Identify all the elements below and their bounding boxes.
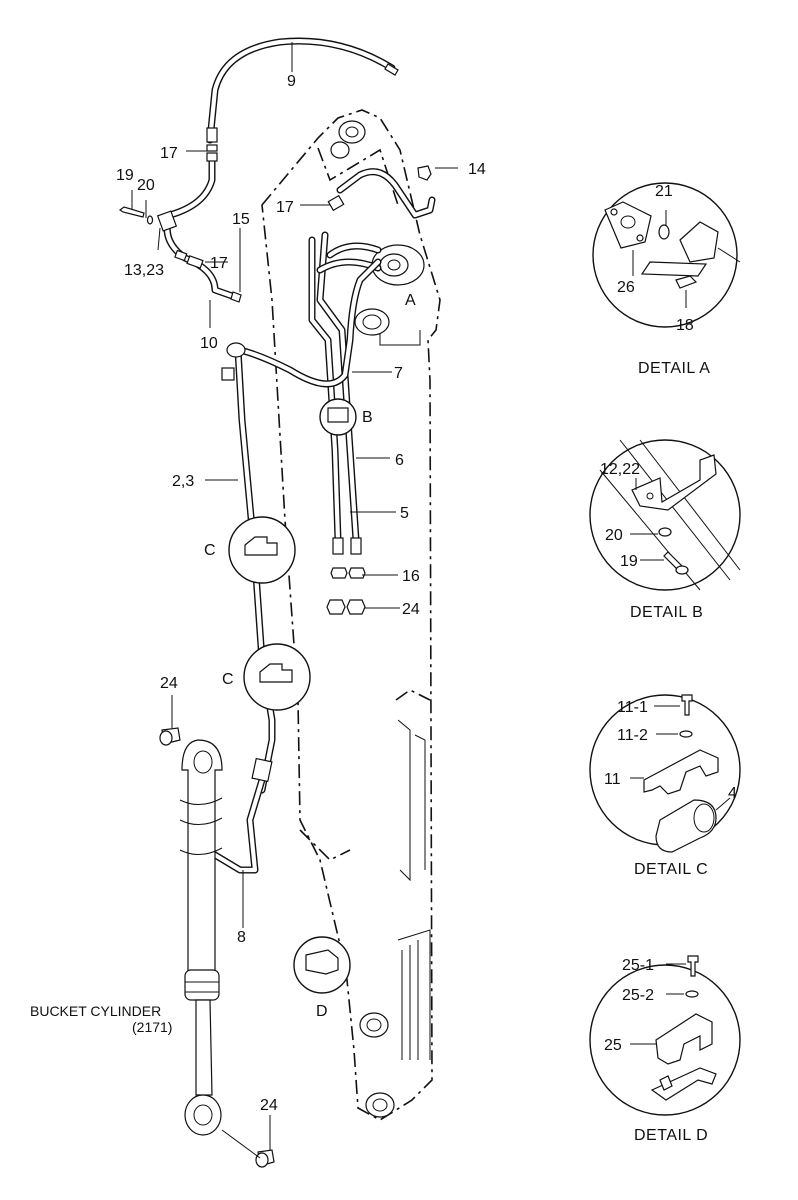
detail-d-label-25-2: 25-2 [622,987,654,1004]
label-13-23: 13,23 [124,262,164,279]
label-17c: 17 [276,199,294,216]
detail-b-label-12-22: 12,22 [600,461,640,478]
detail-c-label-11-2: 11-2 [617,727,648,744]
label-16: 16 [402,568,420,585]
label-17a: 17 [160,145,178,162]
detail-b-title: DETAIL B [630,604,703,621]
detail-a-label-26: 26 [617,279,635,296]
detail-d-title: DETAIL D [634,1127,708,1144]
boom-pin-bottom [359,1012,395,1118]
label-B: B [362,409,373,426]
label-9: 9 [287,73,296,90]
label-14: 14 [468,161,486,178]
label-6: 6 [395,452,404,469]
boom-pin-top [330,120,366,159]
detail-a-title: DETAIL A [638,360,710,377]
label-bucket-cylinder-code: (2171) [132,1019,172,1035]
connectors-24-boom [326,599,366,615]
main-labels: 9 17 19 20 13,23 17 15 10 17 14 A 7 B 6 … [30,73,486,1114]
tube-5-6 [308,231,382,555]
label-2-3: 2,3 [172,473,194,490]
label-19: 19 [116,167,134,184]
label-20: 20 [137,177,155,194]
plug-24-bottom [255,1149,275,1168]
label-C2: C [222,671,234,688]
bucket-cylinder [179,739,223,1136]
label-24c: 24 [260,1097,278,1114]
plug-24-left [159,727,181,746]
callout-circle-B [319,398,357,436]
fitting-17-mid [174,249,204,269]
label-15: 15 [232,211,250,228]
label-24a: 24 [402,601,420,618]
detail-b: 12,22 20 19 DETAIL B [589,439,741,621]
detail-a-label-21: 21 [655,183,673,200]
detail-a-label-18: 18 [676,317,694,334]
fitting-17-boom [327,194,345,212]
hose-14 [336,165,436,219]
detail-a: 21 26 18 DETAIL A [592,182,741,377]
clamp-13 [156,210,178,232]
leader-lines [131,42,458,1159]
detail-c-label-11: 11 [604,771,621,788]
detail-c-label-4: 4 [728,785,737,802]
connectors-16 [330,567,366,579]
fitting-17-top [206,127,218,162]
detail-d: 25-1 25-2 25 DETAIL D [589,955,741,1144]
label-bucket-cylinder: BUCKET CYLINDER [30,1003,161,1019]
hose-8 [193,757,273,874]
label-D: D [316,1003,328,1020]
callout-circle-C1 [228,516,296,584]
washer-20 [146,215,154,225]
label-A: A [405,292,416,309]
detail-c-title: DETAIL C [634,861,708,878]
callout-circle-C2 [243,643,311,711]
detail-c: 11-1 11-2 11 4 DETAIL C [589,694,741,878]
detail-d-label-25-1: 25-1 [622,957,654,974]
hose-9 [206,37,399,144]
fitting-15 [230,291,242,303]
bolt-19 [118,206,145,218]
detail-d-label-25: 25 [604,1037,622,1054]
tube-7 [236,258,382,388]
boom-pin-A [354,308,390,336]
hose-10 [163,156,239,301]
label-C1: C [204,542,216,559]
label-5: 5 [400,505,409,522]
callout-circle-D [293,936,351,994]
label-10: 10 [200,335,218,352]
detail-b-label-20: 20 [605,527,623,544]
detail-b-label-19: 19 [620,553,638,570]
label-8: 8 [237,929,246,946]
label-24b: 24 [160,675,178,692]
detail-c-label-11-1: 11-1 [617,699,648,716]
label-7: 7 [394,365,403,382]
label-17b: 17 [210,255,228,272]
